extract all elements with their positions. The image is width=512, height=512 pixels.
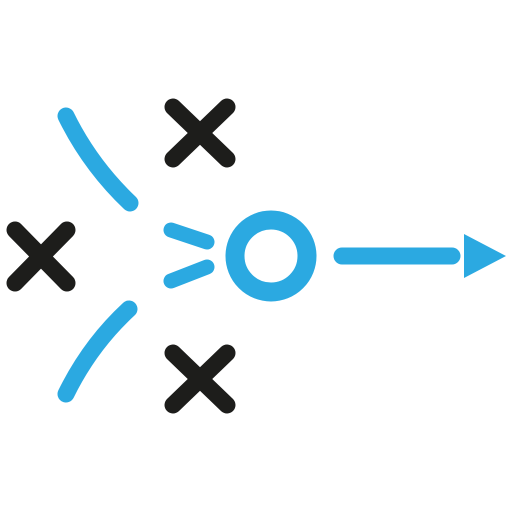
upper-path-curve xyxy=(57,107,139,212)
player-circle xyxy=(225,210,317,302)
chevron-bottom-stroke xyxy=(163,259,215,289)
x-marker-top xyxy=(164,98,236,168)
arrow-head xyxy=(464,234,506,278)
lower-path-curve xyxy=(57,300,138,403)
x-marker-bottom xyxy=(164,344,236,414)
x-marker-left xyxy=(6,221,76,292)
chevron-top-stroke xyxy=(163,222,215,250)
